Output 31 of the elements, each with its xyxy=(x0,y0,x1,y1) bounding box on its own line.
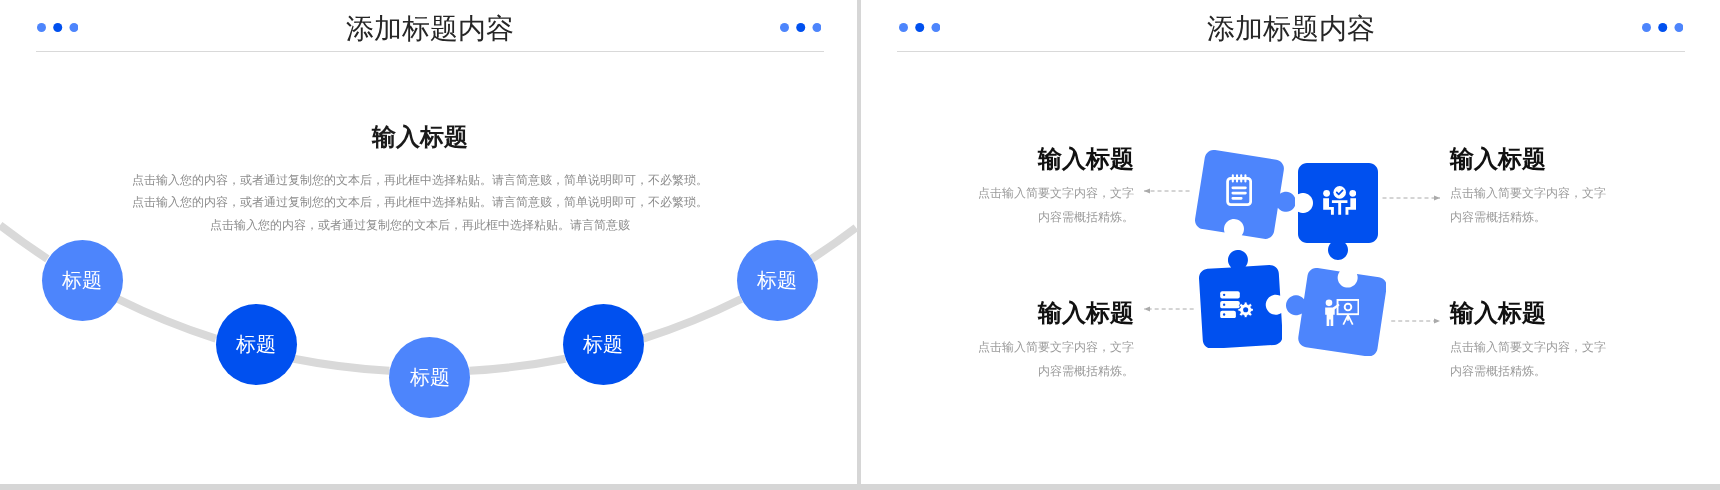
description: 点击输入简要文字内容，文字内容需概括精炼。 xyxy=(977,185,1134,226)
dashed-arrow xyxy=(1143,306,1195,312)
heading: 输入标题 xyxy=(372,122,468,152)
curved-line xyxy=(469,354,566,375)
step-circle: 标题 xyxy=(389,336,470,418)
curved-line xyxy=(0,222,50,263)
step-circle: 标题 xyxy=(215,303,297,385)
description: 点击输入简要文字内容，文字内容需概括精炼。 xyxy=(1450,185,1607,226)
description: 点击输入简要文字内容，文字内容需概括精炼。 xyxy=(1450,339,1607,380)
step-circle: 标题 xyxy=(41,239,123,321)
dashed-arrow xyxy=(1390,318,1441,324)
slide-title: 添加标题内容 xyxy=(345,11,514,46)
heading: 输入标题 xyxy=(1450,298,1546,328)
step-circle: 标题 xyxy=(562,303,644,385)
puzzle-piece xyxy=(1198,249,1283,349)
heading: 输入标题 xyxy=(1038,144,1134,174)
dashed-arrow xyxy=(1143,188,1191,194)
puzzle-piece xyxy=(1297,162,1378,260)
curved-line xyxy=(809,224,859,263)
step-circle: 标题 xyxy=(736,239,818,321)
description: 点击输入简要文字内容，文字内容需概括精炼。 xyxy=(977,339,1134,380)
curved-line xyxy=(641,295,743,343)
heading: 输入标题 xyxy=(1450,144,1546,174)
curved-line xyxy=(293,354,390,375)
heading: 输入标题 xyxy=(1038,298,1134,328)
puzzle-piece xyxy=(1194,150,1296,239)
description: 点击输入您的内容，或者通过复制您的文本后，再此框中选择粘贴。请言简意赅，简单说明即可，不必繁琐。点击输入您的内容，或者通过复制您的文本后，再此框中选择粘贴。请言简意赅，简单说明即可，不必繁琐。点击输入您的内容，或者通过复制您的文本后，再此框中选择粘贴。请言简意赅 xyxy=(131,171,709,234)
curved-line xyxy=(116,295,218,343)
slide-title: 添加标题内容 xyxy=(1206,11,1375,46)
puzzle-piece xyxy=(1285,267,1387,357)
dashed-arrow xyxy=(1382,195,1441,201)
